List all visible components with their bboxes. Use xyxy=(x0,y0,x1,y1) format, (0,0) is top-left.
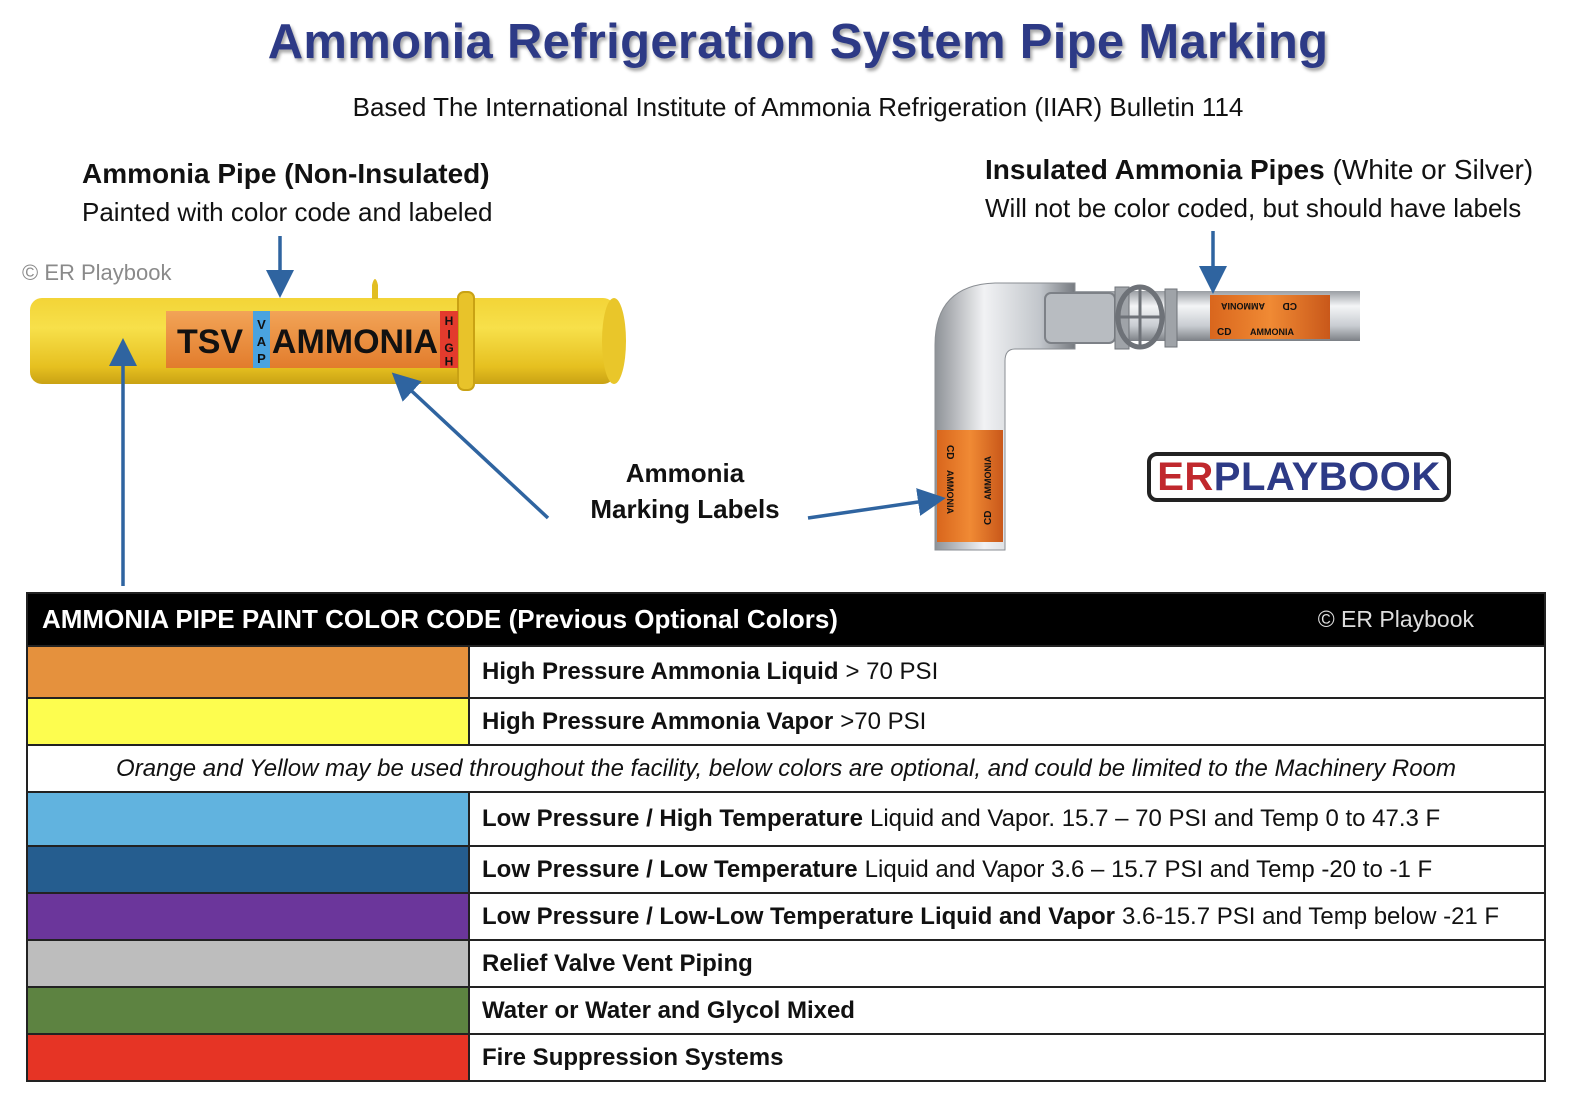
er-playbook-logo: ERPLAYBOOK xyxy=(1147,452,1451,502)
logo-playbook: PLAYBOOK xyxy=(1213,455,1441,499)
table-row: Water or Water and Glycol Mixed xyxy=(28,986,1544,1033)
color-code-table: AMMONIA PIPE PAINT COLOR CODE (Previous … xyxy=(26,592,1546,1082)
insulated-vertical-name: AMMONIA xyxy=(945,470,955,514)
marker-name-text: AMMONIA xyxy=(272,323,438,361)
insulated-marker-vertical xyxy=(937,430,1003,542)
marker-letter: H xyxy=(445,314,454,328)
pipe-vent xyxy=(372,279,378,299)
marker-letter: P xyxy=(257,351,266,366)
table-row: Low Pressure / High Temperature Liquid a… xyxy=(28,791,1544,845)
marker-letter: H xyxy=(445,355,454,369)
page-title: Ammonia Refrigeration System Pipe Markin… xyxy=(267,15,1329,69)
insulated-vertical-code-2: CD xyxy=(983,511,994,525)
insulated-pipe-illustration: CD AMMONIA CD AMMONIA CD AMMONIA CD AMMO… xyxy=(934,282,1360,551)
color-swatch xyxy=(28,699,470,744)
marking-labels-callout: Ammonia Marking Labels xyxy=(560,455,810,527)
marking-labels-line2: Marking Labels xyxy=(590,494,780,524)
marker-letter: V xyxy=(257,317,266,332)
table-header-title: AMMONIA PIPE PAINT COLOR CODE (Previous … xyxy=(42,604,838,634)
marker-vap-band xyxy=(253,311,270,368)
pipe-end xyxy=(602,298,626,384)
insulated-marker-name: AMMONIA xyxy=(1250,327,1294,337)
table-row: Low Pressure / Low-Low Temperature Liqui… xyxy=(28,892,1544,939)
color-swatch xyxy=(28,847,470,892)
arrow-to-insulated-label xyxy=(807,488,946,520)
row-description: Low Pressure / Low-Low Temperature Liqui… xyxy=(482,902,1500,930)
table-note: Orange and Yellow may be used throughout… xyxy=(116,754,1456,782)
table-header: AMMONIA PIPE PAINT COLOR CODE (Previous … xyxy=(28,594,1544,645)
valve-body xyxy=(1044,292,1116,344)
color-swatch xyxy=(28,894,470,939)
pipe-flange xyxy=(457,291,475,391)
copyright-watermark: © ER Playbook xyxy=(22,260,172,285)
table-header-copyright: © ER Playbook xyxy=(1317,606,1474,632)
marker-letter: A xyxy=(257,334,267,349)
marker-code-text: TSV xyxy=(177,323,243,361)
row-description: Low Pressure / High Temperature Liquid a… xyxy=(482,805,1441,832)
table-row: High Pressure Ammonia Vapor>70 PSI xyxy=(28,697,1544,744)
non-insulated-subtext: Painted with color code and labeled xyxy=(82,197,493,227)
marker-label-band xyxy=(166,311,458,368)
non-insulated-heading: Ammonia Pipe (Non-Insulated) xyxy=(82,158,490,189)
color-swatch xyxy=(28,941,470,986)
valve-flange-2 xyxy=(1164,288,1178,348)
insulated-heading-bold: Insulated Ammonia Pipes xyxy=(985,154,1325,185)
color-swatch xyxy=(28,793,470,845)
table-row: Fire Suppression Systems xyxy=(28,1033,1544,1080)
insulated-heading: Insulated Ammonia Pipes (White or Silver… xyxy=(985,154,1533,186)
color-swatch xyxy=(28,1035,470,1080)
logo-er: ER xyxy=(1157,455,1214,499)
row-description: Relief Valve Vent Piping xyxy=(482,949,753,977)
insulated-subtext: Will not be color coded, but should have… xyxy=(985,193,1522,223)
table-note-row: Orange and Yellow may be used throughout… xyxy=(28,744,1544,791)
table-row: High Pressure Ammonia Liquid> 70 PSI xyxy=(28,645,1544,697)
insulated-marker-code: CD xyxy=(1217,327,1231,338)
row-description: High Pressure Ammonia Liquid> 70 PSI xyxy=(482,658,939,685)
marker-letter: I xyxy=(447,328,450,342)
color-swatch xyxy=(28,988,470,1033)
page-subtitle: Based The International Institute of Amm… xyxy=(352,92,1244,122)
table-row: Relief Valve Vent Piping xyxy=(28,939,1544,986)
row-description: Water or Water and Glycol Mixed xyxy=(482,996,855,1024)
marking-labels-line1: Ammonia xyxy=(625,458,745,488)
insulated-marker-code-rotated: CD xyxy=(1283,300,1297,311)
insulated-vertical-code: CD xyxy=(944,445,955,459)
insulated-vertical-name-2: AMMONIA xyxy=(983,456,993,500)
marker-high-band xyxy=(440,311,458,368)
insulated-heading-note: (White or Silver) xyxy=(1332,154,1534,185)
insulated-marker-name-rotated: AMMONIA xyxy=(1221,301,1265,311)
marker-letter: G xyxy=(444,341,453,355)
color-swatch xyxy=(28,647,470,697)
row-description: Fire Suppression Systems xyxy=(482,1043,784,1071)
insulated-marker-horizontal xyxy=(1210,295,1330,339)
marker-state-text: VAP xyxy=(257,317,267,366)
row-description: High Pressure Ammonia Vapor>70 PSI xyxy=(482,707,927,735)
